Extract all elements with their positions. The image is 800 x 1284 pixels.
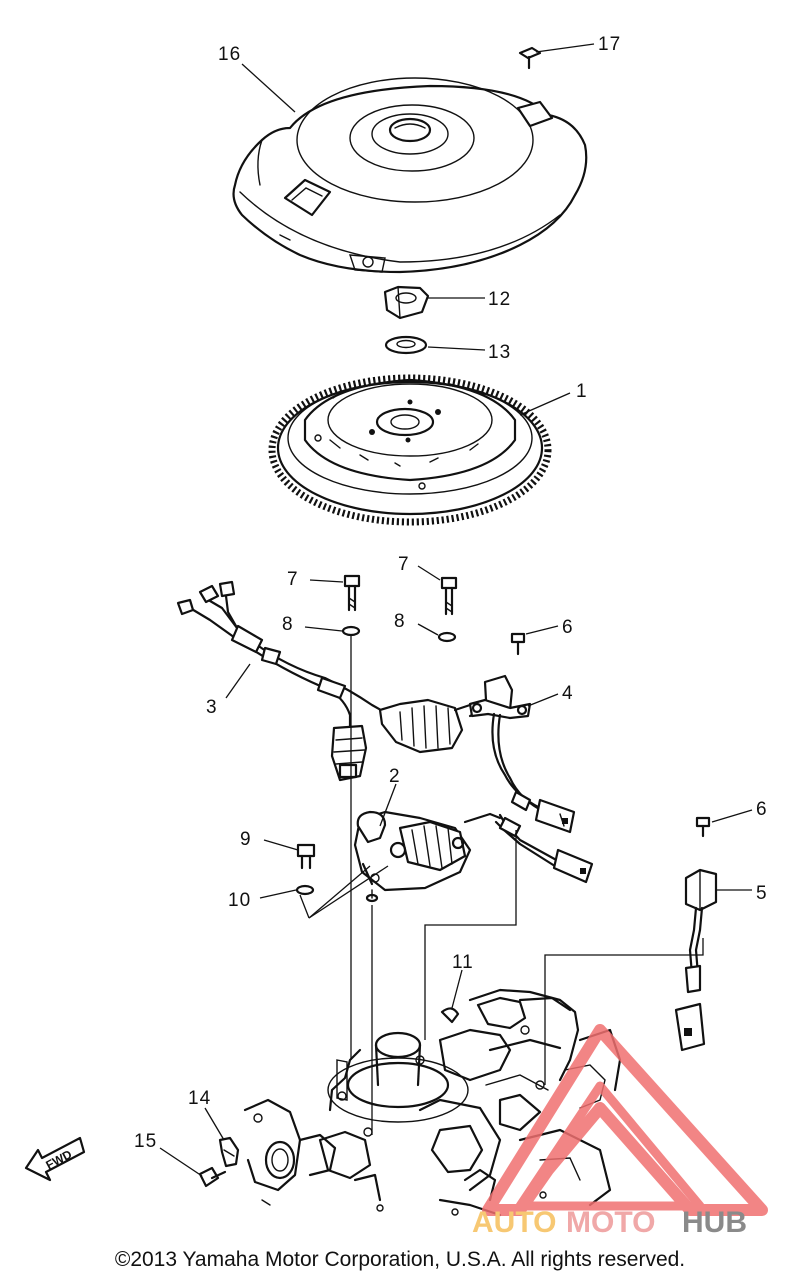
callout-14: 14 <box>188 1088 211 1109</box>
callout-8-left: 8 <box>282 614 294 635</box>
bracket-assembly <box>243 1098 337 1206</box>
callout-8-right: 8 <box>394 611 406 632</box>
callout-16: 16 <box>218 44 241 65</box>
callout-3: 3 <box>206 697 218 718</box>
clamp-14 <box>218 1136 240 1168</box>
callout-6-upper: 6 <box>562 617 574 638</box>
flywheel-magnet <box>268 374 552 526</box>
callouts: 16 17 12 13 1 7 7 8 8 6 3 4 2 6 9 10 5 <box>134 34 768 1177</box>
callout-2: 2 <box>389 766 401 787</box>
charge-coil-2 <box>353 810 502 903</box>
screw-6-lower <box>695 816 711 838</box>
watermark-text: AUTO MOTO HUB <box>472 1206 747 1239</box>
callout-12: 12 <box>488 289 511 310</box>
callout-1: 1 <box>576 381 588 402</box>
callout-13: 13 <box>488 342 511 363</box>
flywheel-cover <box>232 77 588 274</box>
bolt-7-left <box>343 574 361 612</box>
washer-8-left <box>341 625 361 637</box>
washer-10 <box>295 884 315 896</box>
cdi-wire-harness-3 <box>176 580 480 782</box>
bolt-9 <box>296 843 316 870</box>
callout-7-left: 7 <box>287 569 299 590</box>
pulser-coil-4 <box>468 674 594 884</box>
callout-17: 17 <box>598 34 621 55</box>
fwd-arrow-icon: FWD <box>24 1136 86 1182</box>
callout-9: 9 <box>240 829 252 850</box>
washer-8-right <box>437 631 457 643</box>
callout-11: 11 <box>452 952 474 973</box>
copyright-notice: ©2013 Yamaha Motor Corporation, U.S.A. A… <box>114 1248 686 1271</box>
watermark-hub: HUB <box>682 1206 747 1239</box>
crankcase <box>318 988 622 1217</box>
callout-5: 5 <box>756 883 768 904</box>
thermo-switch-5 <box>674 868 718 1052</box>
screw-6-upper <box>510 632 526 656</box>
watermark-auto: AUTO <box>472 1206 556 1239</box>
callout-15: 15 <box>134 1131 157 1152</box>
screw-15 <box>198 1166 227 1188</box>
callout-10: 10 <box>228 890 251 911</box>
screw-17 <box>518 46 542 70</box>
nut-12 <box>383 285 430 320</box>
callout-7-right: 7 <box>398 554 410 575</box>
watermark-moto: MOTO <box>566 1206 655 1239</box>
callout-6-lower: 6 <box>756 799 768 820</box>
assembly-guide-lines <box>299 636 704 1135</box>
watermark-logo <box>482 1024 768 1216</box>
callout-4: 4 <box>562 683 574 704</box>
washer-13 <box>384 335 428 355</box>
bolt-7-right <box>440 576 458 616</box>
woodruff-key-11 <box>440 1007 460 1024</box>
